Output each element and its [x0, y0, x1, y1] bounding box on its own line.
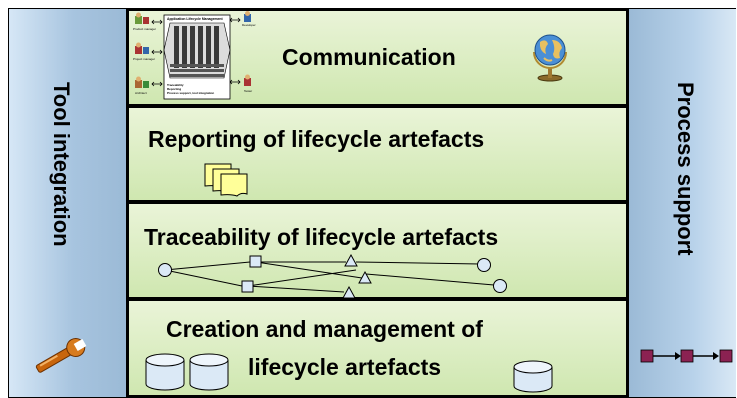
process-support-panel	[628, 9, 736, 397]
document-stack-icon	[204, 163, 248, 197]
tool-integration-label: Tool integration	[49, 82, 74, 247]
traceability-layer	[127, 202, 628, 299]
database-cylinder-icon	[145, 353, 229, 391]
traceability-graph-icon	[158, 253, 507, 299]
thumb-title: Application Lifecycle Management	[167, 17, 223, 21]
thumb-role-4: Developer	[242, 23, 256, 27]
communication-title: Communication	[282, 44, 456, 70]
thumb-role-1: Product manager	[133, 27, 156, 31]
thumb-role-2: Project manager	[133, 57, 155, 61]
traceability-title: Traceability of lifecycle artefacts	[144, 224, 499, 250]
thumb-role-5: Tester	[244, 89, 252, 93]
thumb-footer-3: Process support, tool integration	[167, 91, 214, 95]
creation-title-line2: lifecycle artefacts	[248, 354, 442, 380]
people-icon	[135, 11, 251, 88]
database-cylinder-icon	[513, 360, 553, 393]
tool-integration-panel	[9, 9, 127, 397]
globe-icon	[533, 34, 567, 82]
thumb-footer-2: Reporting	[167, 87, 181, 91]
creation-title-line1: Creation and management of	[166, 316, 483, 342]
wrench-icon	[35, 338, 87, 373]
alm-thumbnail: Product manager Project manager Architec…	[133, 11, 256, 100]
process-support-label: Process support	[673, 82, 698, 256]
reporting-title: Reporting of lifecycle artefacts	[148, 126, 485, 152]
thumb-role-3: Architect	[135, 91, 147, 95]
process-flow-icon	[640, 349, 733, 363]
thumb-footer-1: Traceability	[167, 83, 184, 87]
